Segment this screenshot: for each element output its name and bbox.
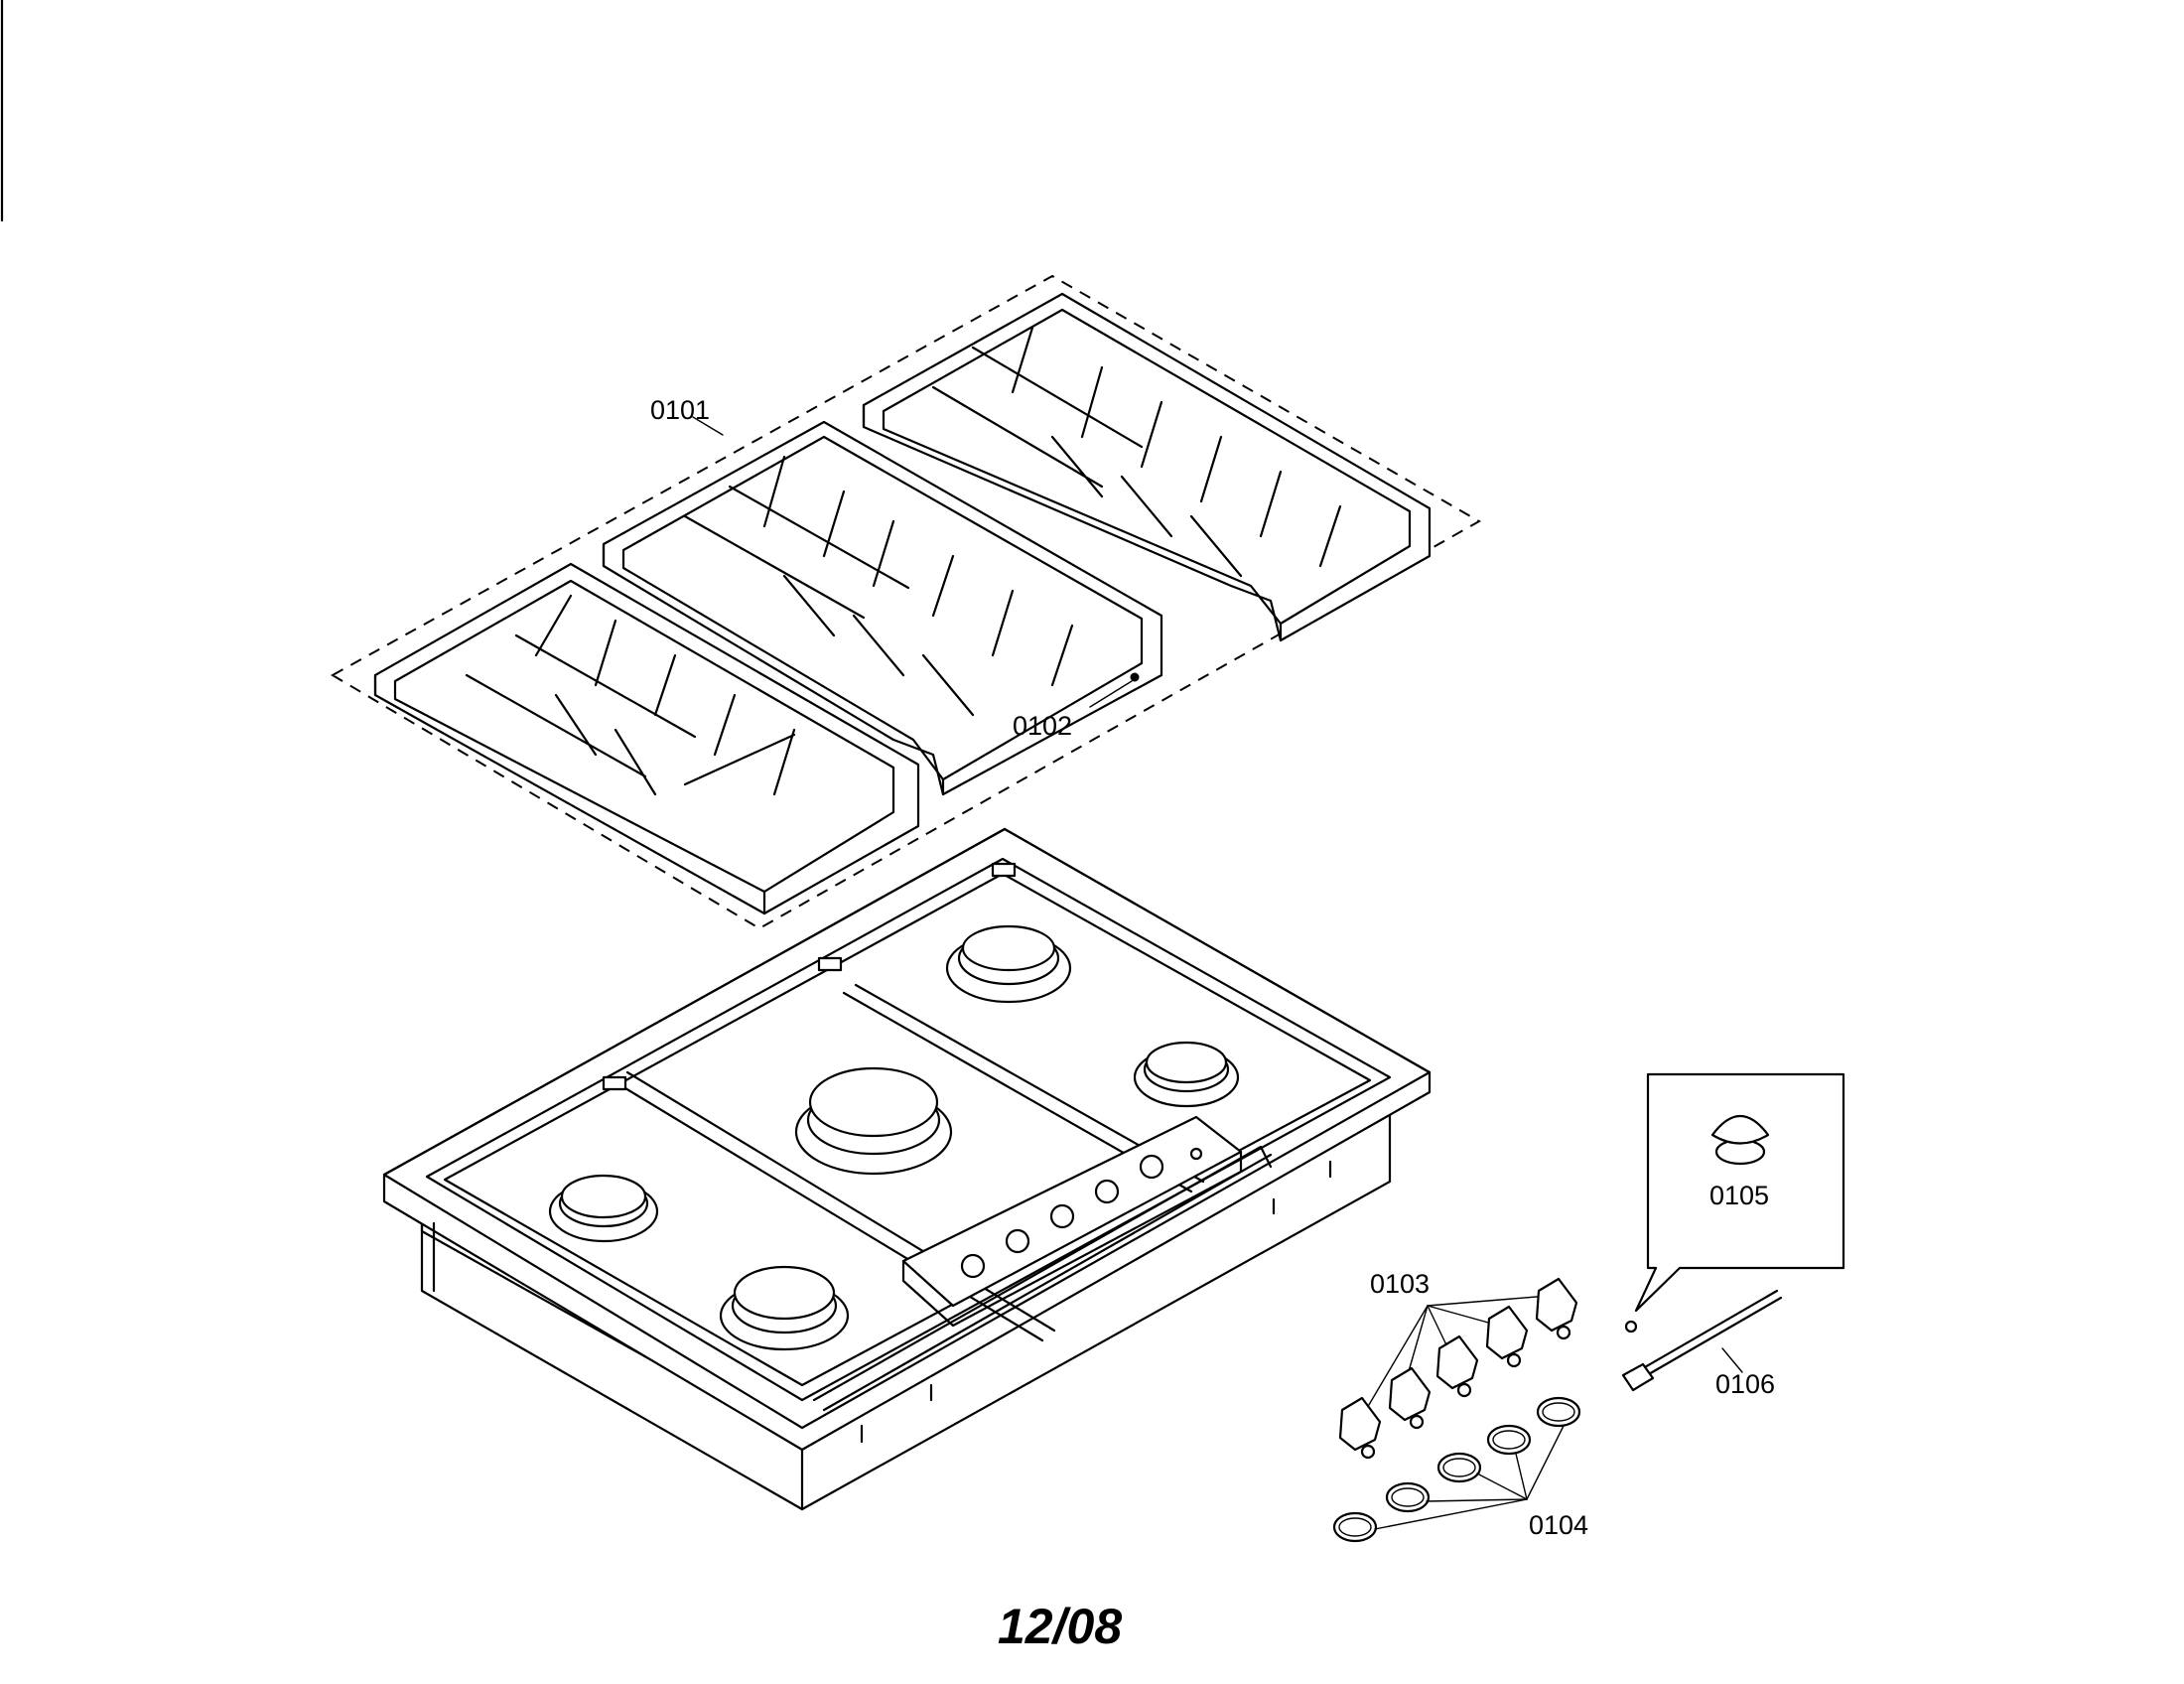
cooktop-body <box>382 827 1432 1511</box>
ring-4 <box>1486 1424 1532 1456</box>
control-panel <box>901 1115 1243 1328</box>
ring-3 <box>1436 1452 1482 1483</box>
tab-1 <box>817 956 843 972</box>
label-0104: 0104 <box>1529 1510 1588 1540</box>
grate-left <box>373 562 920 915</box>
tab-2 <box>602 1075 627 1091</box>
grate-right <box>862 292 1432 642</box>
igniter-group: 0106 <box>1621 1289 1783 1399</box>
igniter-icon <box>1621 1362 1655 1392</box>
footer-date: 12/08 <box>998 1599 1122 1654</box>
burner-rear-right <box>1133 1041 1240 1108</box>
label-0101: 0101 <box>650 395 710 425</box>
label-0103: 0103 <box>1370 1269 1430 1299</box>
burner-center-large <box>794 1066 953 1176</box>
ring-5 <box>1536 1396 1581 1428</box>
knob-rings-group: 0104 <box>1332 1396 1588 1543</box>
tab-3 <box>991 862 1017 878</box>
knob-1 <box>1338 1396 1382 1460</box>
knob-3 <box>1435 1334 1479 1398</box>
grates-group: 0101 0102 <box>330 274 1482 930</box>
burner-front-right <box>719 1265 850 1351</box>
small-cap-icon <box>1624 1320 1638 1333</box>
ring-1 <box>1332 1511 1378 1543</box>
grate-foot-icon <box>1130 672 1140 682</box>
knob-5 <box>1535 1277 1578 1340</box>
burner-cap-callout: 0105 <box>1624 1072 1845 1333</box>
leader-0102 <box>1089 680 1133 708</box>
ring-2 <box>1385 1481 1431 1513</box>
leader-0101 <box>692 416 724 436</box>
knob-4 <box>1485 1305 1529 1368</box>
knob-2 <box>1388 1366 1432 1430</box>
label-0102: 0102 <box>1013 711 1072 741</box>
burner-front-left <box>548 1174 659 1243</box>
grates-dashed-outline <box>330 274 1482 930</box>
grate-middle <box>602 420 1163 796</box>
burner-rear-left <box>945 924 1072 1004</box>
label-0106: 0106 <box>1715 1369 1775 1399</box>
knobs-group: 0103 <box>1338 1269 1578 1460</box>
leader-0106 <box>1721 1347 1743 1373</box>
label-0105: 0105 <box>1709 1181 1769 1210</box>
